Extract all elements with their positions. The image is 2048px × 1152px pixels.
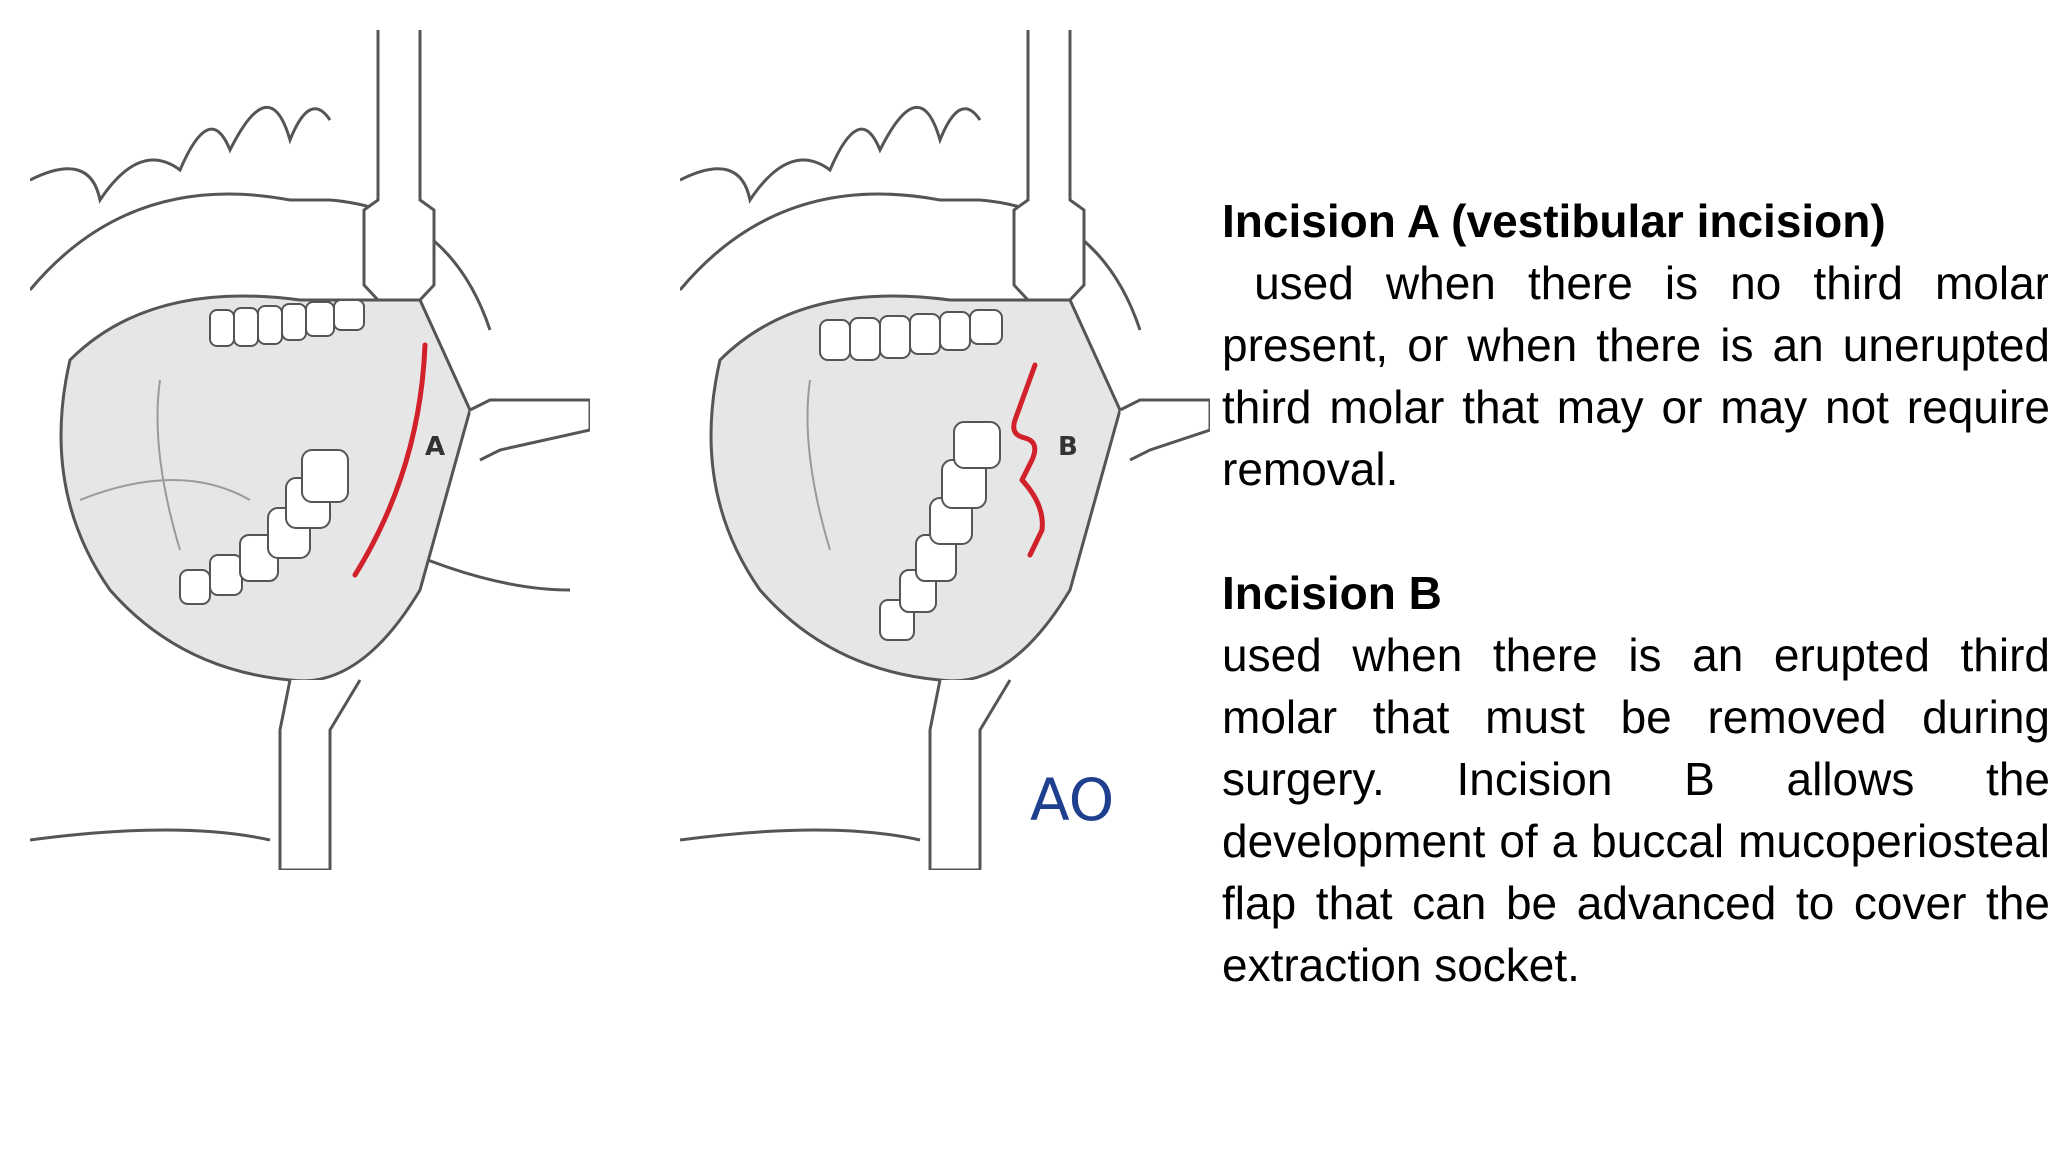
ao-logo: AO <box>1030 766 1114 834</box>
incision-a-label: A <box>425 432 445 462</box>
lower-teeth <box>879 421 1001 641</box>
text-panel: Incision A (vestibular incision) used wh… <box>1222 190 2048 996</box>
tongue-contour <box>156 379 181 551</box>
lower-teeth <box>179 449 349 605</box>
upper-lip-outline <box>680 192 980 291</box>
erupted-third-molar <box>953 421 1001 469</box>
upper-retractor <box>1012 30 1086 302</box>
incision-a-line <box>352 342 428 578</box>
side-retractor <box>469 398 590 462</box>
upper-teeth <box>819 309 1003 361</box>
illustration-incision-b: B AO <box>680 30 1210 870</box>
oral-cavity <box>59 294 472 683</box>
lower-retractor <box>928 679 1012 870</box>
side-retractor <box>1119 398 1210 462</box>
incision-b-line <box>1011 362 1045 558</box>
floor-contour <box>79 479 251 501</box>
illustration-incision-a: A <box>30 30 590 870</box>
chin-outline <box>680 828 921 842</box>
upper-retractor <box>362 30 436 302</box>
incision-a-description: used when there is no third molar presen… <box>1222 257 2048 495</box>
chin-outline <box>30 828 271 842</box>
incision-b-label: B <box>1058 432 1078 462</box>
tongue-contour <box>806 379 831 551</box>
upper-lip-outline <box>30 192 330 291</box>
upper-teeth <box>209 299 365 347</box>
incision-b-description: used when there is an erupted third mola… <box>1222 629 2048 991</box>
face-outline <box>680 106 982 204</box>
incision-a-heading: Incision A (vestibular incision) <box>1222 195 1886 247</box>
incision-b-heading: Incision B <box>1222 567 1442 619</box>
paragraph-gap <box>1222 500 2048 562</box>
face-outline <box>30 106 332 204</box>
lower-retractor <box>278 679 362 870</box>
